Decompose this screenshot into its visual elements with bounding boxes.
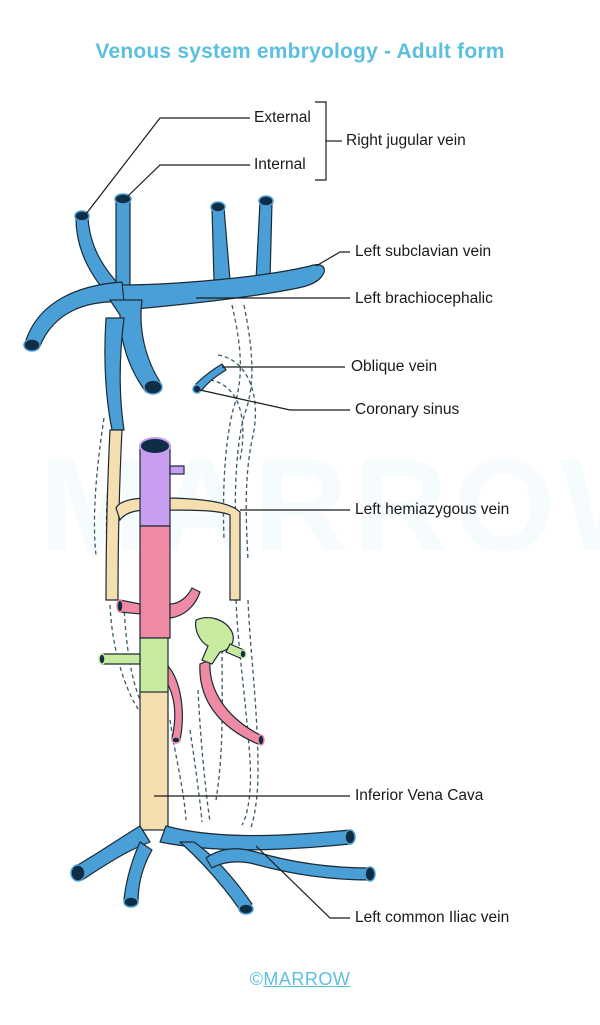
vessel-end-left-gonadal <box>257 734 265 746</box>
vessel-end-left-jugular-1 <box>210 201 226 213</box>
vessel-end-right-common-iliac <box>70 864 86 882</box>
left-jugular-vein-2 <box>255 201 273 281</box>
green-vessel-ends <box>98 649 247 665</box>
regressed-vessel-lower-2 <box>197 689 211 823</box>
left-suprarenal-connection <box>195 617 234 665</box>
inferior-vena-cava <box>139 689 169 831</box>
label-oblique-vein: Oblique vein <box>351 358 438 375</box>
left-hemiazygous-vein <box>159 497 241 601</box>
leader-line-internal <box>127 164 250 197</box>
left-jugular-vein-1 <box>211 207 231 281</box>
regressed-vessel-right-5 <box>235 599 252 826</box>
vessel-end-external-jugular <box>74 210 90 222</box>
regressed-vessel-right-4 <box>209 379 244 461</box>
leader-lines <box>85 101 350 919</box>
vessel-end-right-gonadal <box>171 736 181 744</box>
vessel-end-right-lumbar <box>98 653 106 665</box>
vessel-end-left-internal-iliac <box>238 903 254 915</box>
supracardinal-ivc-segment <box>139 637 169 693</box>
label-coronary-sinus: Coronary sinus <box>355 401 460 418</box>
label-left-brachiocephalic: Left brachiocephalic <box>355 290 493 307</box>
copyright-symbol: © <box>249 969 264 989</box>
regressed-vessel-right-2 <box>234 304 253 546</box>
vessel-end-right-brachiocephalic <box>143 379 163 395</box>
left-gonadal-vein <box>199 659 263 745</box>
vessel-end-right-renal <box>116 599 124 613</box>
logo-text: MARROW <box>263 969 351 989</box>
upper-veins <box>25 199 325 431</box>
vessel-end-coronary-sinus <box>192 384 202 394</box>
regressed-vessel-right-6 <box>247 599 259 831</box>
label-external: External <box>254 109 311 126</box>
left-internal-iliac-vein <box>179 841 253 911</box>
vessel-end-internal-jugular <box>114 193 132 205</box>
leader-line-coronary-sinus <box>199 389 350 411</box>
hepatic-vein-end <box>139 437 171 455</box>
vessel-end-left-jugular-2 <box>258 195 274 207</box>
vessel-end-right-internal-iliac <box>123 896 139 908</box>
label-internal: Internal <box>254 156 306 173</box>
iliac-vessel-ends <box>70 829 376 915</box>
left-renal-vein <box>169 587 201 619</box>
azygos-vein <box>105 429 123 601</box>
regressed-vessel-left-4 <box>123 604 141 701</box>
regressed-vessel-left-3 <box>109 604 141 713</box>
label-right-jugular-vein: Right jugular vein <box>346 132 466 149</box>
renal-vessel-ends <box>116 599 265 746</box>
vessel-end-right-subclavian <box>23 338 41 352</box>
leader-line-left-subclavian <box>315 251 350 267</box>
regressed-vessel-right-7 <box>215 649 223 801</box>
regressed-vessel-left-1 <box>93 417 105 556</box>
right-lumbar-vein <box>101 653 141 665</box>
label-left-common-iliac-vein: Left common Iliac vein <box>355 909 510 926</box>
renal-vessels <box>119 525 263 745</box>
hepatic-segment <box>139 437 185 527</box>
superior-vena-cava <box>104 317 125 431</box>
marrow-logo: ©MARROW <box>0 969 600 990</box>
vessel-end-left-suprarenal <box>239 649 247 659</box>
label-left-subclavian-vein: Left subclavian vein <box>355 243 492 260</box>
oblique-vein <box>195 363 227 391</box>
supracardinal-vessels <box>101 617 245 693</box>
regressed-vessel-lower-1 <box>169 719 187 821</box>
hepatic-ivc-segment <box>139 445 171 527</box>
label-left-hemiazygous-vein: Left hemiazygous vein <box>355 501 510 518</box>
renal-ivc-segment <box>139 525 171 639</box>
leader-line-external <box>85 117 250 215</box>
vessel-end-left-common-iliac <box>344 829 356 845</box>
label-inferior-vena-cava: Inferior Vena Cava <box>355 787 484 804</box>
leader-line-left-common-iliac <box>255 845 350 919</box>
page-title: Venous system embryology - Adult form <box>95 40 505 63</box>
iliac-veins <box>75 825 371 911</box>
regressed-vessel-lower-3 <box>189 729 203 823</box>
bracket-right-jugular <box>315 101 327 181</box>
regressed-vessel-right-1 <box>222 304 242 541</box>
upper-vessel-ends <box>23 193 274 395</box>
hepatic-vein-branch <box>169 465 185 475</box>
vessel-end-left-iliac-branch <box>364 866 376 882</box>
left-subclavian-vein <box>119 264 325 311</box>
